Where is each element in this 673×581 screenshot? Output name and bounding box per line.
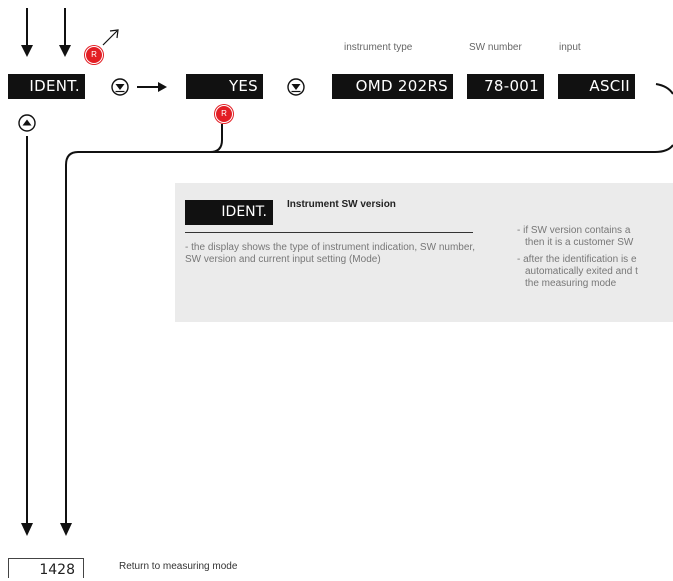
info-panel: IDENT. Instrument SW version - the displ… xyxy=(175,183,673,322)
up-triangle-button-icon[interactable] xyxy=(18,114,36,132)
sw-number-display: 78-001 xyxy=(467,74,544,99)
ident-display: IDENT. xyxy=(8,74,85,99)
return-line-from-yes xyxy=(209,124,223,153)
input-label: input xyxy=(559,42,581,53)
instrument-type-label: instrument type xyxy=(344,42,413,53)
panel-note-line: - if SW version contains a xyxy=(517,225,631,236)
sw-number-label: SW number xyxy=(469,42,522,53)
panel-divider xyxy=(185,232,473,233)
instrument-type-display: OMD 202RS xyxy=(332,74,453,99)
return-text: Return to measuring mode xyxy=(119,561,238,572)
return-line-long xyxy=(65,144,673,530)
bottom-arrow-1-head xyxy=(21,523,33,536)
return-curve-right xyxy=(655,83,673,95)
panel-ident-display: IDENT. xyxy=(185,200,273,225)
down-triangle-button-icon[interactable] xyxy=(287,78,305,96)
reset-badge-icon: R xyxy=(215,105,233,123)
panel-note-line: automatically exited and t xyxy=(525,266,638,277)
top-arrow-1-head xyxy=(21,45,33,57)
yes-display: YES xyxy=(186,74,263,99)
return-code-box: 1428 xyxy=(8,558,84,578)
panel-title: Instrument SW version xyxy=(287,199,396,210)
top-arrow-2-head xyxy=(59,45,71,57)
reset-badge-icon: R xyxy=(85,46,103,64)
right-arrow-head xyxy=(158,82,167,92)
bottom-arrow-2-head xyxy=(60,523,72,536)
input-display: ASCII xyxy=(558,74,635,99)
panel-note-line: the measuring mode xyxy=(525,278,617,289)
down-triangle-button-icon[interactable] xyxy=(111,78,129,96)
panel-note-line: - after the identification is e xyxy=(517,254,637,265)
panel-note-line: then it is a customer SW xyxy=(525,237,634,248)
diagonal-arrow-icon xyxy=(102,29,119,46)
panel-description: - the display shows the type of instrume… xyxy=(185,242,475,265)
